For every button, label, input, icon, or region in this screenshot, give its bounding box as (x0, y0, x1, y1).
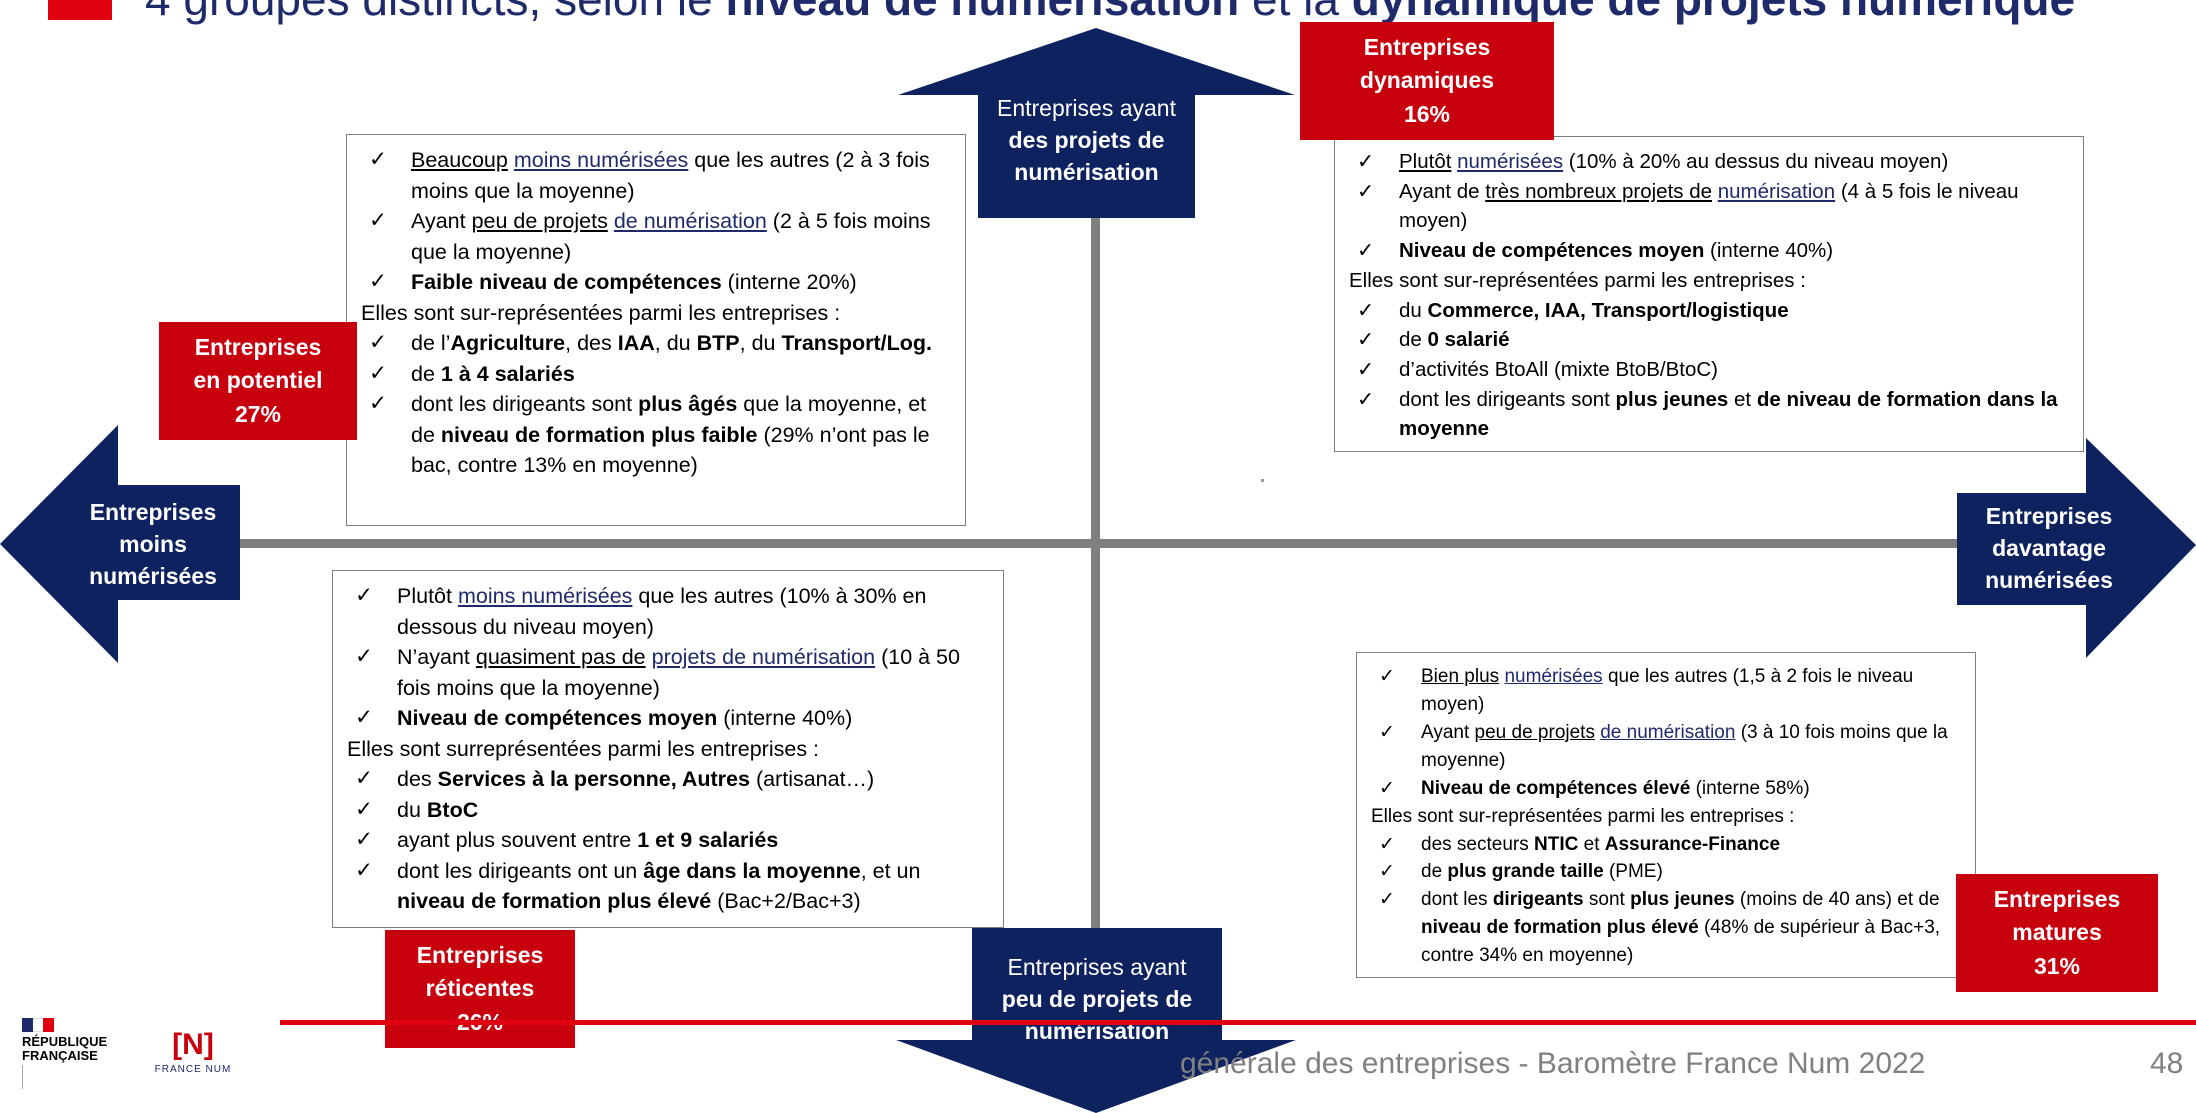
box-reticentes: Plutôt moins numérisées que les autres (… (332, 570, 1004, 928)
arrow-left (0, 425, 240, 663)
arrow-right-label: Entreprises davantage numérisées (1985, 503, 2113, 594)
list-item: de 0 salarié (1349, 325, 2069, 355)
france-num-logo: [N] FRANCE NUM (138, 1030, 248, 1090)
list-intro: Elles sont sur-représentées parmi les en… (1371, 805, 1795, 827)
list-item: N’ayant quasiment pas de projets de numé… (347, 642, 989, 703)
arrow-left-label: Entreprises moins numérisées (89, 499, 217, 590)
footer-line (280, 1020, 2196, 1025)
stray-dot (1261, 479, 1264, 482)
box-dynamiques: Plutôt numérisées (10% à 20% au dessus d… (1334, 136, 2084, 452)
list-intro: Elles sont sur-représentées parmi les en… (361, 300, 841, 325)
list-item: d’activités BtoAll (mixte BtoB/BtoC) (1349, 355, 2069, 385)
list-item: Faible niveau de compétences (interne 20… (361, 267, 951, 298)
list-item: Plutôt numérisées (10% à 20% au dessus d… (1349, 147, 2069, 177)
france-num-icon: [N] (172, 1028, 214, 1061)
list-item: dont les dirigeants ont un âge dans la m… (347, 856, 989, 917)
list-item: Ayant peu de projets de numérisation (2 … (361, 206, 951, 267)
list-item: de l’Agriculture, des IAA, du BTP, du Tr… (361, 328, 951, 359)
list-item: de 1 à 4 salariés (361, 359, 951, 390)
footer-source: générale des entreprises - Baromètre Fra… (1180, 1047, 1926, 1080)
logo-motto (22, 1065, 53, 1090)
list-item: Ayant peu de projets de numérisation (3 … (1371, 719, 1961, 775)
vertical-axis (1091, 120, 1100, 1000)
title-marker (48, 0, 112, 20)
list-item: du Commerce, IAA, Transport/logistique (1349, 296, 2069, 326)
list-item: Niveau de compétences moyen (interne 40%… (1349, 236, 2069, 266)
arrow-right (1957, 438, 2196, 658)
list-item: dont les dirigeants sont plus âgés que l… (361, 389, 951, 481)
list-item: dont les dirigeants sont plus jeunes (mo… (1371, 886, 1961, 970)
list-item: ayant plus souvent entre 1 et 9 salariés (347, 825, 989, 856)
tag-reticentes: Entreprisesréticentes26% (385, 930, 575, 1048)
arrow-bottom-label: Entreprises ayant peu de projets de numé… (1001, 954, 1193, 1045)
list-item: dont les dirigeants sont plus jeunes et … (1349, 385, 2069, 444)
horizontal-axis (240, 539, 1980, 548)
arrow-top (898, 28, 1295, 218)
list-item: Ayant de très nombreux projets de numéri… (1349, 177, 2069, 236)
page-number: 48 (2150, 1047, 2184, 1080)
list-item: du BtoC (347, 795, 989, 826)
list-item: Niveau de compétences moyen (interne 40%… (347, 703, 989, 734)
france-num-text: FRANCE NUM (154, 1064, 232, 1075)
page-title: 4 groupes distincts, selon le niveau de … (145, 0, 2075, 26)
list-item: Plutôt moins numérisées que les autres (… (347, 581, 989, 642)
flag-icon (22, 1018, 55, 1032)
arrow-top-label: Entreprises ayant des projets de numéris… (997, 95, 1176, 186)
box-matures: Bien plus numérisées que les autres (1,5… (1356, 652, 1976, 978)
box-en-potentiel: Beaucoup moins numérisées que les autres… (346, 134, 966, 526)
list-item: des Services à la personne, Autres (arti… (347, 764, 989, 795)
list-item: Beaucoup moins numérisées que les autres… (361, 145, 951, 206)
list-item: Bien plus numérisées que les autres (1,5… (1371, 663, 1961, 719)
list-item: Niveau de compétences élevé (interne 58%… (1371, 775, 1961, 803)
list-item: des secteurs NTIC et Assurance-Finance (1371, 831, 1961, 859)
list-intro: Elles sont sur-représentées parmi les en… (1349, 268, 1806, 292)
list-item: de plus grande taille (PME) (1371, 858, 1961, 886)
list-intro: Elles sont surreprésentées parmi les ent… (347, 736, 820, 761)
